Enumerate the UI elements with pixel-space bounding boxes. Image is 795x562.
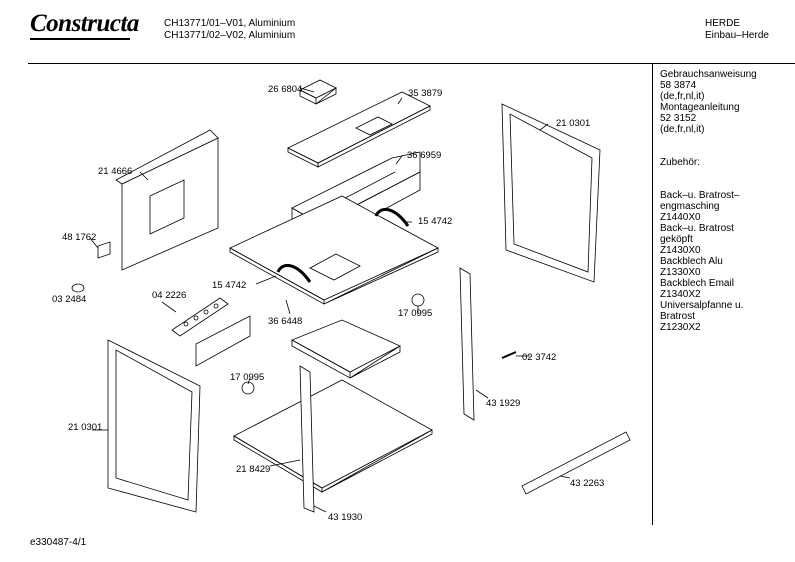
drip-tray	[291, 319, 401, 379]
sidebar-line: Bratrost	[660, 311, 696, 322]
part-label: 36 6959	[407, 150, 442, 161]
exploded-parts-drawing	[71, 79, 631, 513]
model-line-1: CH13771/01–V01, Aluminium	[164, 18, 296, 29]
right-door-panel	[501, 103, 601, 283]
part-label: 17 0995	[230, 372, 265, 383]
sidebar-line: Gebrauchsanweisung	[660, 69, 757, 80]
brand-logo: Constructa	[30, 10, 139, 37]
sidebar-line: Z1430X0	[660, 245, 701, 256]
part-label: 02 3742	[522, 352, 557, 363]
part-label: 15 4742	[212, 280, 247, 291]
sidebar-line: Z1340X2	[660, 289, 701, 300]
sidebar-line: engmasching	[660, 201, 720, 212]
part-label: 17 0995	[398, 308, 433, 319]
sidebar-line: Montageanleitung	[660, 102, 740, 113]
top-cover-plate	[287, 91, 431, 168]
part-label: 35 3879	[408, 88, 443, 99]
sidebar-line	[660, 146, 790, 157]
part-label: 43 1929	[486, 398, 521, 409]
left-rail	[299, 365, 315, 513]
sidebar-line: geköpft	[660, 234, 693, 245]
part-label: 15 4742	[418, 216, 453, 227]
left-door-panel	[107, 339, 201, 513]
clip-part	[97, 241, 111, 259]
sidebar-divider	[652, 63, 653, 525]
left-side-wall	[115, 129, 219, 271]
sidebar-line	[660, 179, 790, 190]
sidebar-line: Z1440X0	[660, 212, 701, 223]
sidebar-line: Back–u. Bratrost	[660, 223, 734, 234]
sidebar-line: Universalpfanne u.	[660, 300, 744, 311]
front-rail	[521, 431, 631, 495]
sidebar-line: 58 3874	[660, 80, 697, 91]
knob-left	[241, 381, 255, 395]
category-line-2: Einbau–Herde	[705, 30, 769, 41]
document-code: e330487-4/1	[30, 537, 87, 548]
logo-underline	[30, 38, 130, 40]
sidebar-line: Zubehör:	[660, 157, 701, 168]
part-label: 21 8429	[236, 464, 271, 475]
oven-floor-plate	[229, 195, 439, 305]
screw	[501, 351, 517, 359]
model-line-2: CH13771/02–V02, Aluminium	[164, 30, 296, 41]
category-line-1: HERDE	[705, 18, 741, 29]
part-label: 48 1762	[62, 232, 97, 243]
sidebar-line: Backblech Email	[660, 278, 734, 289]
frame-bracket	[195, 315, 251, 367]
part-label: 43 2263	[570, 478, 605, 489]
part-label: 04 2226	[152, 290, 187, 301]
small-bracket	[299, 79, 337, 105]
sidebar-line: 52 3152	[660, 113, 697, 124]
sidebar-line	[660, 135, 790, 146]
sidebar-line: (de,fr,nl,it)	[660, 124, 705, 135]
control-strip	[171, 297, 229, 337]
header-divider	[28, 63, 795, 64]
part-label: 36 6448	[268, 316, 303, 327]
right-rail	[459, 267, 475, 421]
sidebar-line: Back–u. Bratrost–	[660, 190, 740, 201]
sidebar-line: Z1330X0	[660, 267, 701, 278]
part-label: 21 4666	[98, 166, 133, 177]
sidebar-line: (de,fr,nl,it)	[660, 91, 705, 102]
part-label: 21 0301	[556, 118, 591, 129]
part-label: 21 0301	[68, 422, 103, 433]
bottom-plate	[233, 379, 433, 493]
knob-right	[411, 293, 425, 307]
sidebar-line	[660, 168, 790, 179]
part-label: 26 6804	[268, 84, 303, 95]
small-plug	[71, 283, 85, 293]
sidebar-line: Backblech Alu	[660, 256, 723, 267]
part-label: 43 1930	[328, 512, 363, 523]
sidebar-line: Z1230X2	[660, 322, 701, 333]
part-label: 03 2484	[52, 294, 87, 305]
